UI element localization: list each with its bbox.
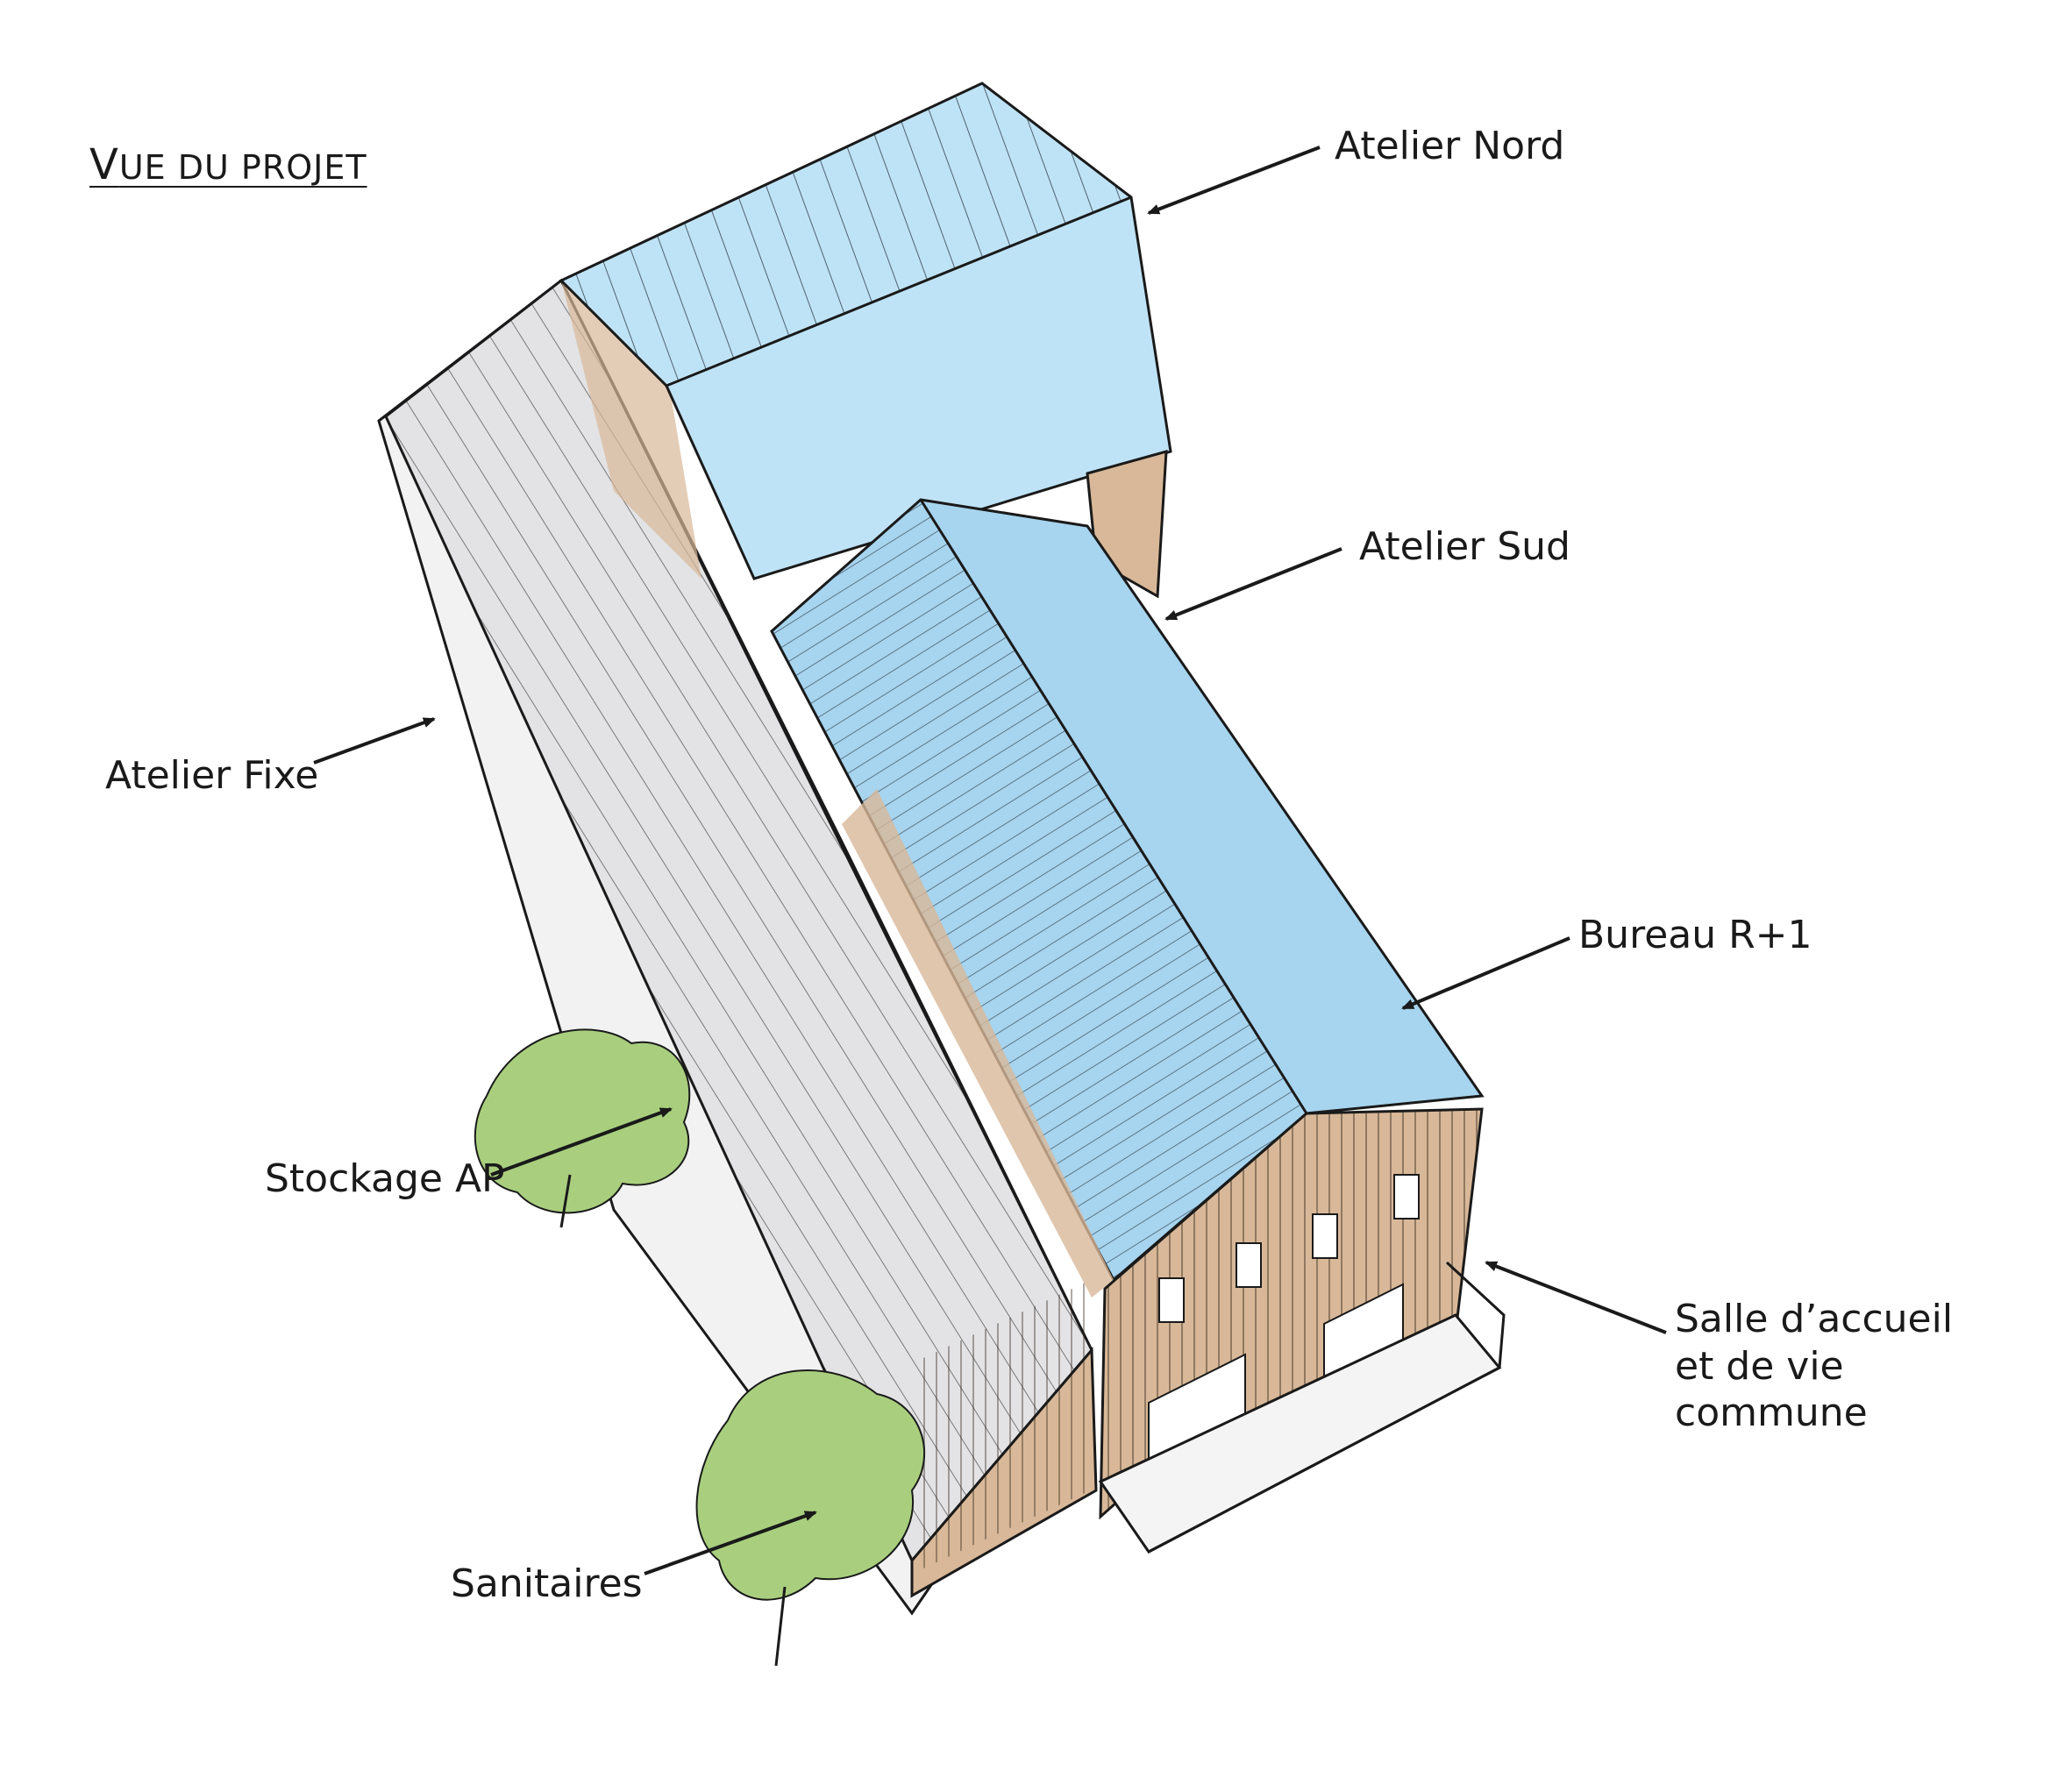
label-stockage: Stockage AP	[265, 1156, 505, 1201]
atelier-fixe-building	[377, 278, 1098, 1616]
label-atelier-sud: Atelier Sud	[1359, 524, 1570, 569]
arrow-bureau	[1401, 936, 1570, 1010]
terrace	[1098, 1261, 1506, 1554]
arrow-salle	[1485, 1261, 1667, 1334]
window	[1236, 1242, 1262, 1288]
atelier-sud-building	[770, 498, 1485, 1298]
label-salle-line2: et de vie	[1675, 1343, 1844, 1389]
label-salle: Salle d’accueil et de vie commune	[1675, 1296, 1953, 1437]
arrow-sanitaires	[644, 1511, 817, 1575]
page-title: VUE DU PROJET	[89, 140, 367, 189]
bureau-facade	[1099, 1107, 1484, 1520]
label-salle-line1: Salle d’accueil	[1675, 1297, 1954, 1341]
atelier-nord-building	[559, 82, 1172, 599]
arrow-atelier-nord	[1147, 146, 1321, 215]
label-sanitaires: Sanitaires	[451, 1561, 643, 1606]
label-bureau: Bureau R+1	[1578, 913, 1812, 957]
title-rest: UE DU PROJET	[118, 148, 367, 187]
label-salle-line3: commune	[1675, 1390, 1868, 1436]
title-initial: V	[89, 140, 119, 189]
window	[1393, 1174, 1420, 1220]
window	[1158, 1277, 1185, 1323]
arrow-stockage	[490, 1107, 673, 1177]
tree-sanitaires	[695, 1369, 926, 1667]
label-atelier-nord: Atelier Nord	[1335, 124, 1565, 168]
arrow-atelier-fixe	[313, 717, 436, 764]
tree-stockage	[474, 1028, 691, 1228]
arrow-atelier-sud	[1164, 547, 1342, 621]
atelier-fixe-gable	[561, 281, 701, 579]
terrace-railing	[1148, 1261, 1506, 1554]
label-atelier-fixe: Atelier Fixe	[105, 753, 319, 798]
window	[1312, 1213, 1338, 1259]
